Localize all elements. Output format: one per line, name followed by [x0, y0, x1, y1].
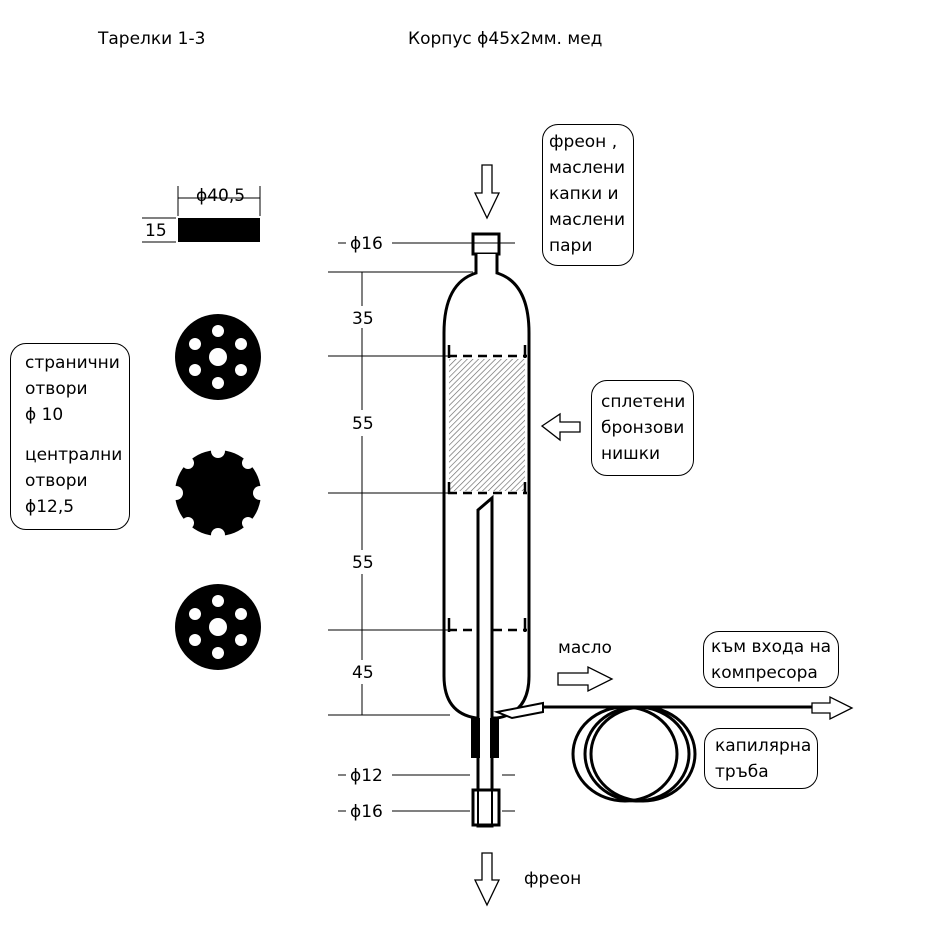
bronze-mesh-packing	[449, 359, 525, 491]
inflow-note-line-1: фреон ,	[549, 132, 618, 152]
holes-note-line-4: централни	[25, 445, 123, 465]
inflow-note-line-2: маслени	[549, 158, 626, 178]
inlet-diameter-label: ϕ16	[350, 234, 383, 254]
holes-note: странични отвори ϕ 10 централни отвори ϕ…	[10, 343, 130, 530]
holes-note-line-1: странични	[25, 353, 120, 373]
inflow-note-line-5: пари	[549, 236, 593, 256]
outlet-diameter-label: ϕ16	[350, 802, 383, 822]
plate-3	[175, 584, 261, 670]
dim-45-label: 45	[352, 663, 374, 683]
plates-title: Тарелки 1-3	[97, 29, 205, 49]
compressor-note-line-1: към входа на	[711, 637, 832, 657]
freon-outlet-label: фреон	[524, 869, 581, 889]
plate-1	[175, 314, 261, 400]
outlet-fitting	[471, 788, 501, 827]
capillary-note-line-1: капилярна	[715, 736, 812, 756]
tray-lines	[448, 354, 527, 632]
holes-note-line-2: отвори	[25, 379, 88, 399]
plate-2	[169, 444, 267, 542]
holes-note-line-5: отвори	[25, 471, 88, 491]
capillary-note: капилярна тръба	[704, 728, 818, 789]
compressor-note: към входа на компресора	[703, 631, 839, 688]
oil-arrow-icon	[557, 665, 614, 693]
mesh-note-line-2: бронзови	[601, 418, 685, 438]
capillary-note-line-2: тръба	[715, 762, 769, 782]
dim-55-lower-label: 55	[352, 553, 374, 573]
plate-thickness-label: 15	[145, 221, 167, 241]
plate-diameter-label: ϕ40,5	[196, 186, 245, 206]
inlet-fitting	[471, 232, 501, 256]
oil-label: масло	[558, 638, 612, 658]
holes-note-line-3: ϕ 10	[25, 405, 64, 425]
plate-section: ϕ40,5 15	[142, 186, 261, 243]
tube-diameter-label: ϕ12	[350, 766, 383, 786]
inflow-note-line-4: маслени	[549, 210, 626, 230]
mesh-note-line-1: сплетени	[601, 392, 686, 412]
inflow-note: фреон , маслени капки и маслени пари	[542, 124, 634, 266]
mesh-note-line-3: нишки	[601, 444, 661, 464]
body-title: Корпус ϕ45х2мм. мед	[408, 29, 602, 49]
capillary-coil	[571, 705, 697, 803]
mesh-note: сплетени бронзови нишки	[591, 380, 694, 476]
inflow-note-line-3: капки и	[549, 184, 619, 204]
mesh-pointer-arrow-icon	[540, 412, 581, 442]
compressor-arrow-icon	[811, 695, 854, 721]
dim-35-label: 35	[352, 309, 374, 329]
compressor-note-line-2: компресора	[711, 663, 818, 683]
holes-note-line-6: ϕ12,5	[25, 497, 75, 517]
freon-outlet-arrow-icon	[473, 852, 501, 907]
dim-55-upper-label: 55	[352, 414, 374, 434]
inner-tube	[476, 494, 494, 828]
inlet-arrow-icon	[473, 164, 501, 220]
